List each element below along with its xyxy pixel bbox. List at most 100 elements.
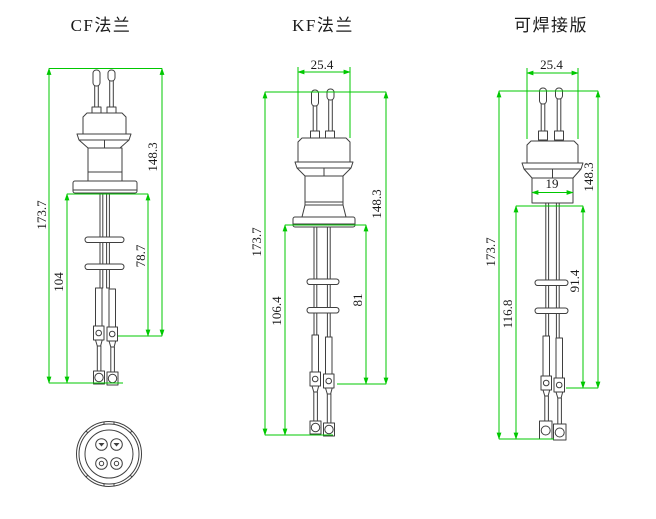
kf-flare <box>301 204 347 218</box>
weldable-electrode-left <box>539 335 553 440</box>
cf-right-crimp-hole <box>108 330 116 338</box>
cf-electrode-left <box>93 287 105 385</box>
cf-right-pin-stem <box>109 78 114 109</box>
kf-right-crimp <box>323 373 335 389</box>
cf-left-crimp <box>93 325 105 341</box>
kf-right-thin-rod <box>326 393 332 424</box>
weldable-right-electrode-rod <box>555 337 563 379</box>
weldable-collar <box>521 162 584 170</box>
kf-connector-cap <box>297 137 351 163</box>
weldable-right-pin-stem <box>556 96 562 134</box>
kf-left-tip <box>309 420 322 435</box>
kf-right-electrode-rod <box>325 336 333 375</box>
kf-ext-cap-width <box>297 67 351 138</box>
weldable-dim-overall-height: 173.7 <box>483 237 498 267</box>
cf-dimensions: 173.7 104 78.7 148.3 <box>34 67 165 384</box>
cf-pins <box>91 69 117 115</box>
kf-dim-inner-length: 81 <box>350 294 365 307</box>
weldable-left-thin-rod <box>544 395 549 422</box>
weldable-right-pin-base <box>554 130 564 141</box>
cf-dim-overall-height: 173.7 <box>34 200 49 230</box>
weldable-left-pin-stem <box>540 101 546 134</box>
cf-dim-inner-length: 78.7 <box>133 244 148 267</box>
cf-flange <box>72 180 138 194</box>
weldable-left-crimp-hole <box>542 379 550 387</box>
kf-left-pin-base <box>310 130 320 139</box>
kf-right-crimp-hole <box>325 377 333 385</box>
figure-kf: KF法兰 <box>249 16 389 437</box>
kf-dim-overall-height: 173.7 <box>249 227 264 257</box>
cf-left-electrode-rod <box>95 287 103 327</box>
weldable-electrode-right <box>553 337 567 441</box>
kf-left-pin-tip <box>311 89 319 107</box>
cf-spacer-disc-2 <box>84 263 125 270</box>
kf-left-waist <box>311 385 320 393</box>
weldable-left-pin-tip <box>539 87 547 105</box>
kf-body <box>304 175 344 206</box>
kf-right-tip <box>323 422 335 437</box>
weldable-right-waist <box>555 391 564 399</box>
cf-bottom-view <box>76 421 142 487</box>
kf-left-crimp <box>309 371 321 387</box>
kf-electrode-left <box>309 334 322 435</box>
cf-left-tip-hole <box>94 372 104 383</box>
connector-pin-3-contact <box>98 460 105 467</box>
cf-dim-probe-length: 104 <box>51 272 66 292</box>
weldable-dim-head-height: 148.3 <box>581 162 596 191</box>
cf-left-waist <box>95 339 103 347</box>
weldable-right-crimp-hole <box>555 381 563 389</box>
connector-mid-ring <box>78 423 140 485</box>
cf-connector-cap <box>82 112 127 135</box>
connector-pin-2 <box>110 438 123 451</box>
weldable-rod-left <box>545 202 550 339</box>
connector-pin-4-contact <box>113 460 120 467</box>
weldable-dim-body-width: 19 <box>546 176 559 191</box>
kf-left-crimp-hole <box>311 375 319 383</box>
weldable-ext-cap-width <box>526 68 579 139</box>
weldable-spacer-disc-1 <box>534 279 569 286</box>
cf-left-tip <box>93 370 105 385</box>
cf-right-tip <box>106 371 119 386</box>
weldable-dim-probe-length: 116.8 <box>500 300 515 329</box>
cf-neck <box>78 139 130 149</box>
kf-dim-cap-width: 25.4 <box>311 57 334 72</box>
weldable-left-waist <box>542 389 551 397</box>
cf-left-pin-tip <box>92 69 101 87</box>
kf-collar <box>294 161 354 169</box>
kf-left-electrode-rod <box>311 334 319 373</box>
cf-electrode-right <box>106 288 119 386</box>
kf-right-waist <box>325 387 333 395</box>
connector-pin-1-contact <box>98 443 105 447</box>
connector-outer-ring <box>76 421 142 487</box>
cf-title: CF法兰 <box>71 16 132 35</box>
weldable-dim-cap-width: 25.4 <box>540 57 563 72</box>
cf-right-crimp <box>106 326 118 342</box>
cf-body <box>87 147 123 183</box>
weldable-right-crimp <box>553 377 565 393</box>
weldable-left-pin-base <box>538 130 548 141</box>
connector-pin-4 <box>110 457 123 470</box>
cf-left-crimp-hole <box>95 329 102 337</box>
kf-right-pin-stem <box>328 97 333 133</box>
cf-device <box>72 69 138 386</box>
connector-inner-ring <box>84 429 134 479</box>
kf-left-pin-stem <box>312 103 318 133</box>
cf-left-pin-stem <box>94 83 99 109</box>
kf-electrode-right <box>323 336 335 437</box>
weldable-dim-inner-length: 91.4 <box>567 269 582 292</box>
kf-neck <box>296 167 352 177</box>
weldable-left-crimp <box>540 375 552 391</box>
connector-pin-3 <box>95 457 108 470</box>
weldable-right-pin-tip <box>555 87 563 100</box>
kf-left-thin-rod <box>313 391 318 422</box>
cf-left-thin-rod <box>96 345 102 372</box>
weldable-right-thin-rod <box>557 397 562 425</box>
kf-dim-probe-length: 106.4 <box>269 296 284 326</box>
kf-right-pin-base <box>325 130 335 139</box>
cf-dim-head-height: 148.3 <box>145 142 160 171</box>
cf-right-thin-rod <box>110 346 115 373</box>
figure-cf: CF法兰 <box>34 16 165 487</box>
figure-weldable: 可焊接版 <box>483 16 601 441</box>
